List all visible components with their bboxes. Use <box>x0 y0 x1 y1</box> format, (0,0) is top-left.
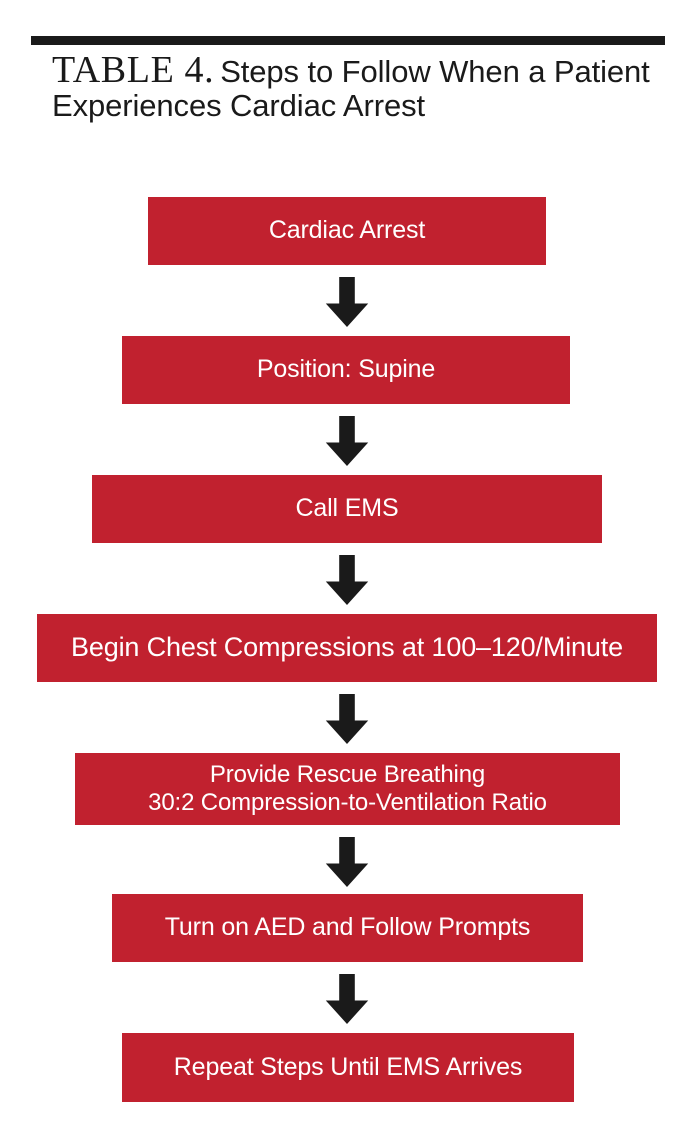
down-arrow-icon <box>325 837 369 887</box>
flow-node-label: Repeat Steps Until EMS Arrives <box>173 1052 523 1081</box>
flow-node-label-line-2: 30:2 Compression-to-Ventilation Ratio <box>148 789 547 816</box>
down-arrow-icon <box>325 974 369 1024</box>
flow-node-label: Call EMS <box>295 494 399 523</box>
flow-node-label: Cardiac Arrest <box>268 216 426 245</box>
flow-node-call-ems[interactable]: Call EMS <box>92 475 602 543</box>
figure-title-block: TABLE 4.Steps to Follow When a Patient E… <box>52 50 652 123</box>
page-title: TABLE 4.Steps to Follow When a Patient E… <box>52 50 652 123</box>
flow-node-turn-on-aed[interactable]: Turn on AED and Follow Prompts <box>112 894 583 962</box>
down-arrow-icon <box>325 277 369 327</box>
flow-node-label-line-1: Provide Rescue Breathing <box>209 760 486 788</box>
flow-node-label: Position: Supine <box>256 355 436 384</box>
down-arrow-icon <box>325 694 369 744</box>
flow-node-chest-compressions[interactable]: Begin Chest Compressions at 100–120/Minu… <box>37 614 657 682</box>
flow-node-label: Turn on AED and Follow Prompts <box>164 913 531 942</box>
flow-node-label-group: Provide Rescue Breathing 30:2 Compressio… <box>148 761 547 818</box>
flow-node-cardiac-arrest[interactable]: Cardiac Arrest <box>148 197 546 265</box>
down-arrow-icon <box>325 555 369 605</box>
table-title-text: Steps to Follow When a Patient Experienc… <box>52 54 650 124</box>
top-rule-divider <box>31 36 665 45</box>
table-number-label: TABLE 4. <box>52 49 215 91</box>
flow-node-position-supine[interactable]: Position: Supine <box>122 336 570 404</box>
flow-node-repeat-steps[interactable]: Repeat Steps Until EMS Arrives <box>122 1033 574 1102</box>
flow-node-label: Begin Chest Compressions at 100–120/Minu… <box>70 632 624 663</box>
flow-node-rescue-breathing[interactable]: Provide Rescue Breathing 30:2 Compressio… <box>75 753 620 825</box>
down-arrow-icon <box>325 416 369 466</box>
